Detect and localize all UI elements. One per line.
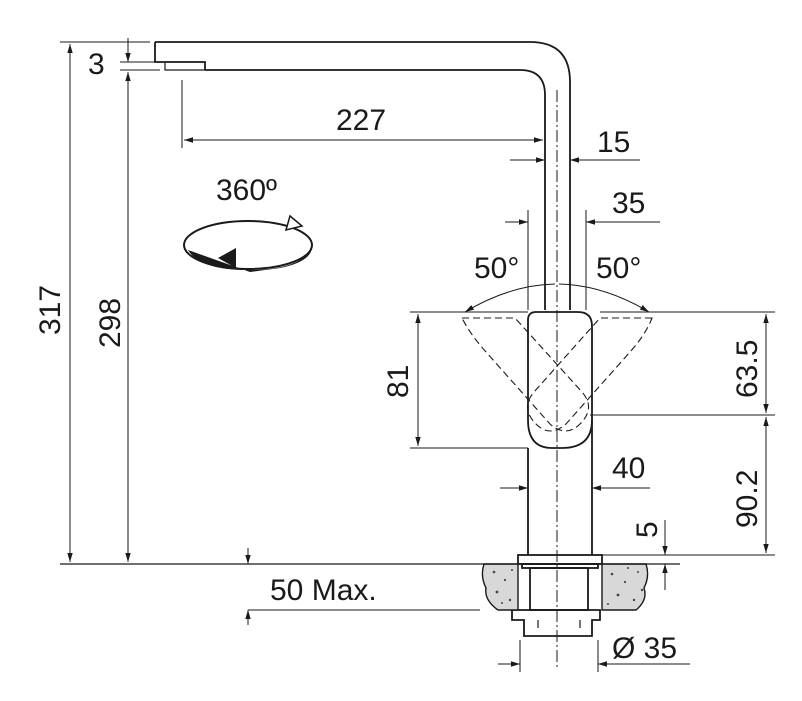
label-lever-top: 63.5 xyxy=(731,340,764,398)
extension-lines xyxy=(60,41,775,672)
label-angle-left: 50° xyxy=(474,252,519,285)
lever-rotation-outline xyxy=(461,317,653,432)
label-angle-right: 50° xyxy=(596,252,641,285)
label-height-total: 317 xyxy=(34,285,67,335)
worktop-section xyxy=(481,563,649,611)
label-lever-height: 81 xyxy=(382,365,415,398)
label-base-width: 40 xyxy=(612,452,645,485)
label-base-step: 5 xyxy=(631,521,664,538)
label-spout-lip: 3 xyxy=(88,48,105,81)
label-reach: 227 xyxy=(336,104,386,137)
rotation-icon xyxy=(183,214,313,272)
angle-arcs xyxy=(464,283,650,313)
label-body-width-top: 35 xyxy=(612,187,645,220)
faucet-outline xyxy=(154,41,603,637)
label-rotation: 360º xyxy=(216,174,277,207)
label-body-lower: 90.2 xyxy=(731,470,764,528)
dimension-lines xyxy=(67,38,769,667)
label-spout-offset: 15 xyxy=(597,126,630,159)
label-height-spout: 298 xyxy=(94,298,127,348)
label-worktop-max: 50 Max. xyxy=(270,574,377,607)
label-hole-diameter: Ø 35 xyxy=(612,632,677,665)
